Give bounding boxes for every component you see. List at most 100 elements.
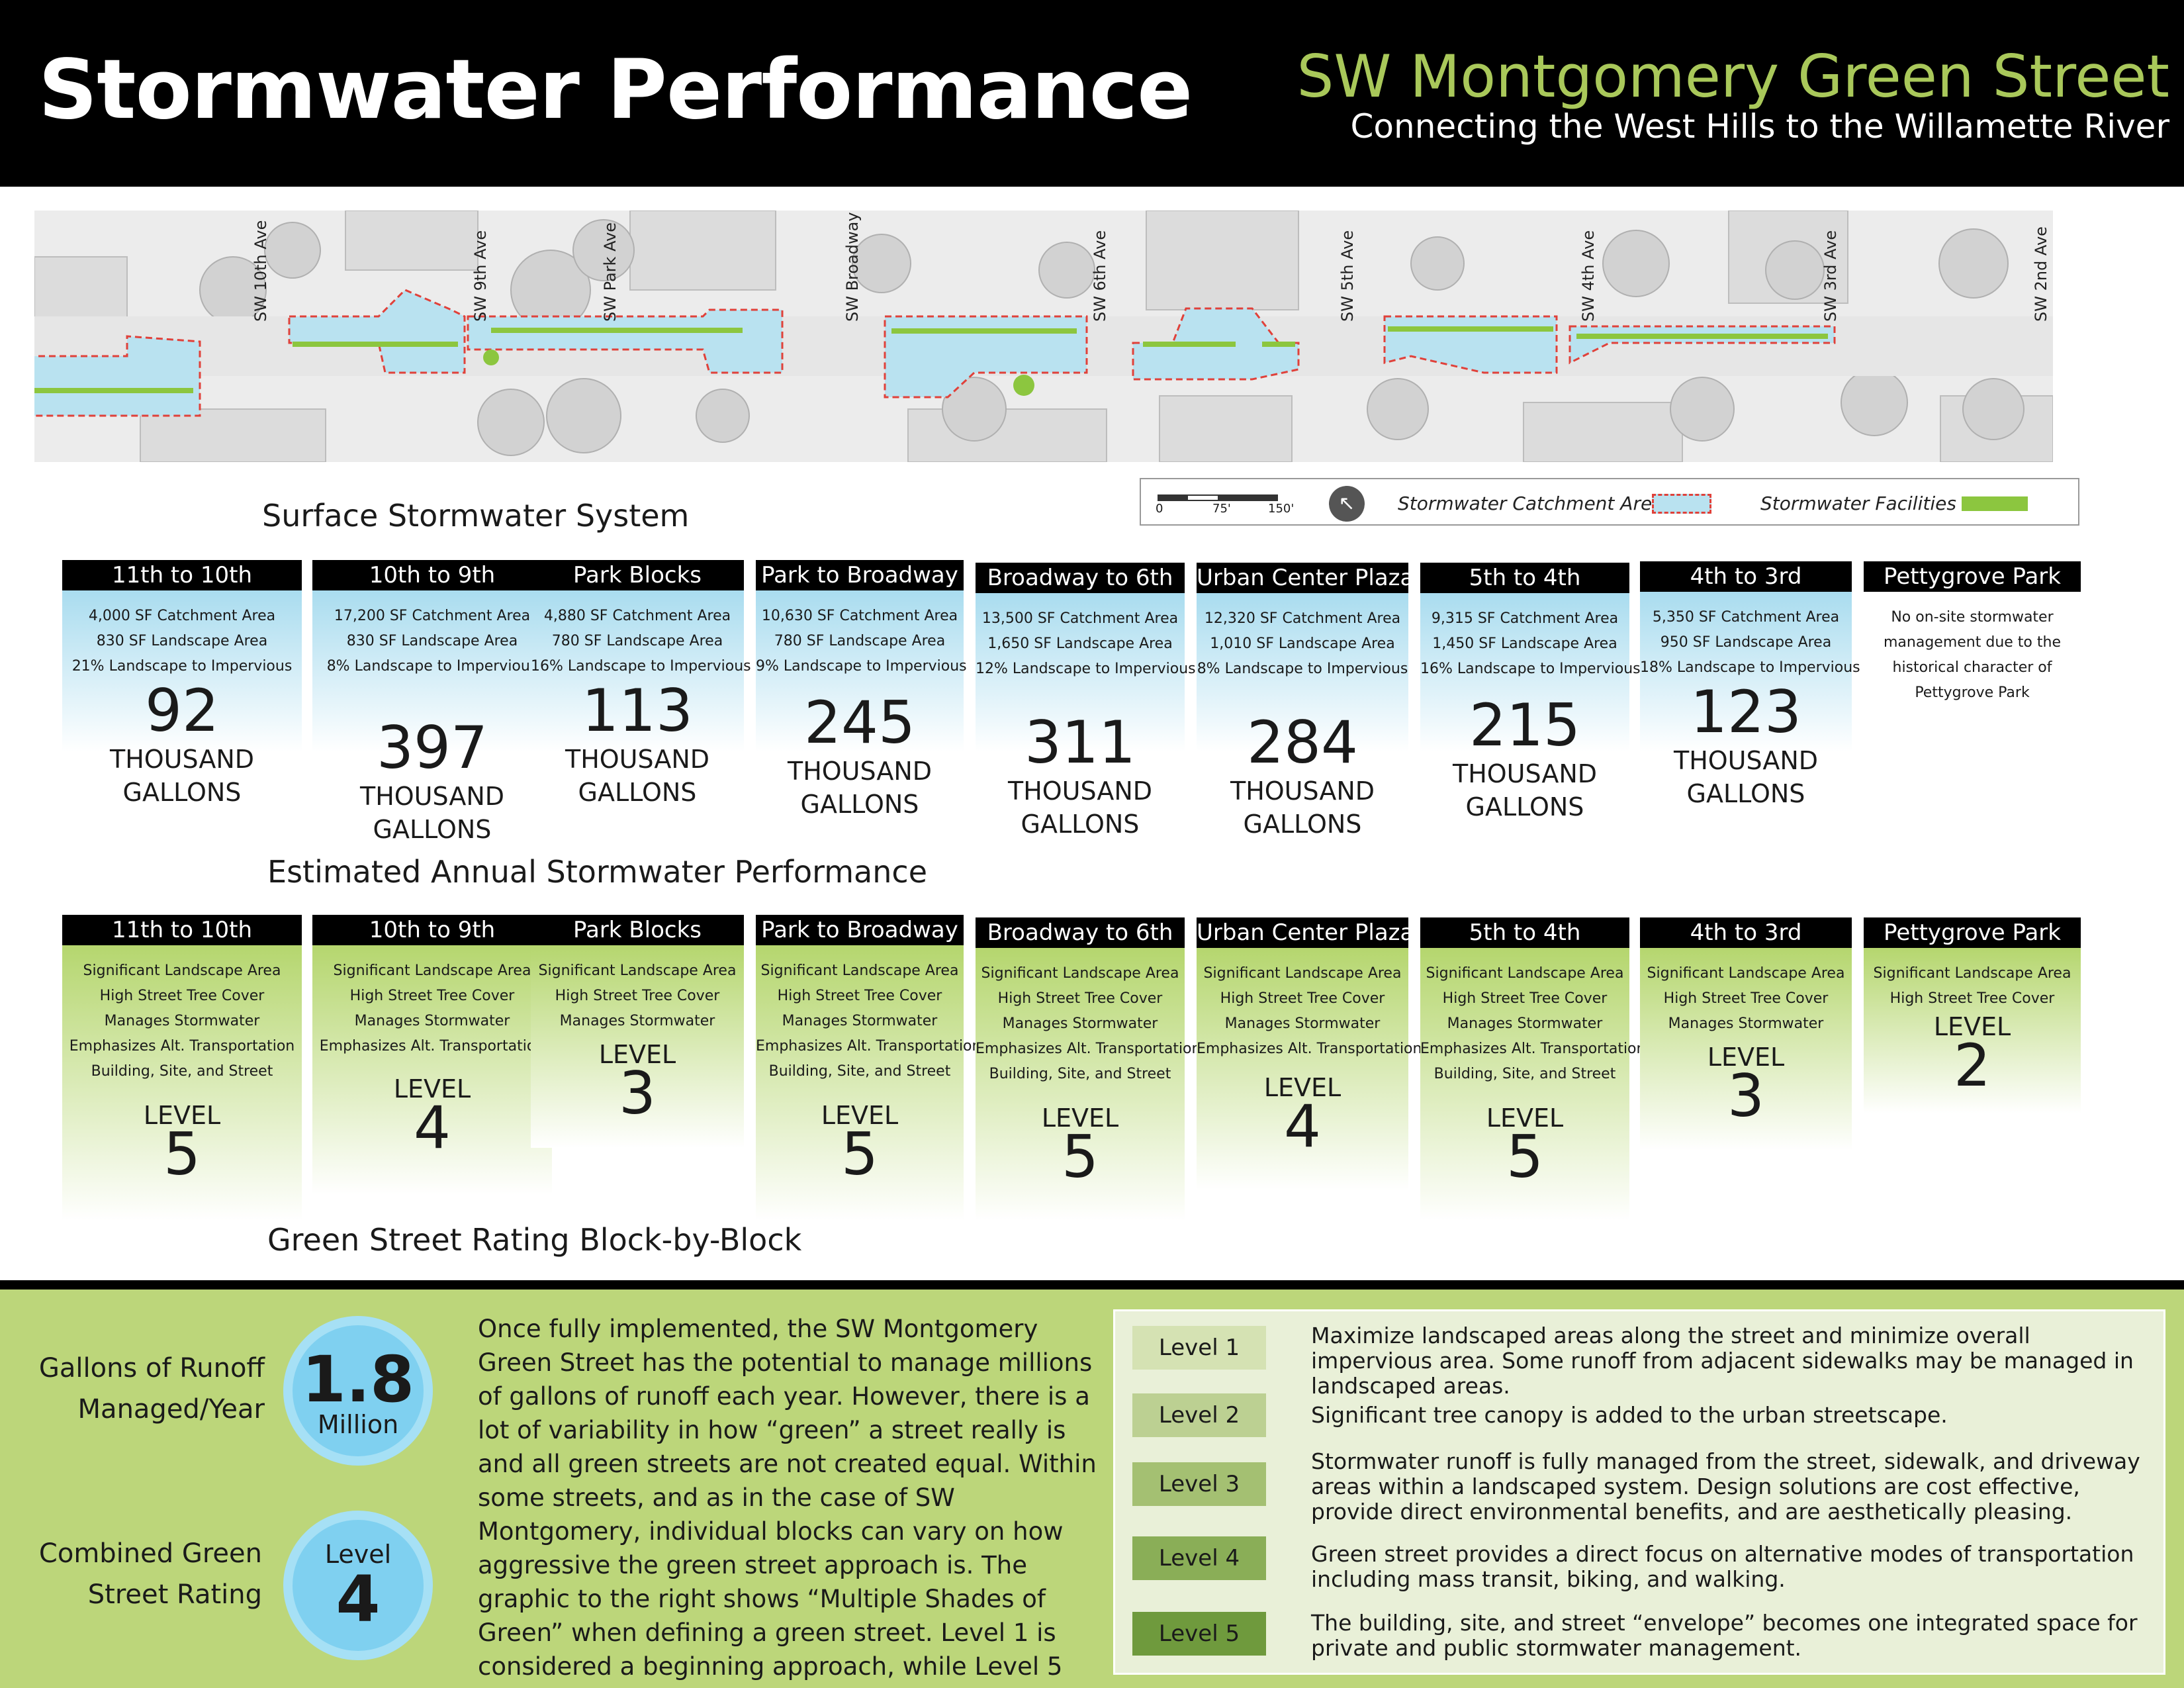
rating-feature: Manages Stormwater <box>1668 1015 1824 1032</box>
rating-card-title: Pettygrove Park <box>1864 917 2081 948</box>
perf-value: 397 <box>377 714 488 782</box>
rating-card-body: Significant Landscape Area High Street T… <box>1197 948 1422 1190</box>
rating-feature: Manages Stormwater <box>1002 1015 1158 1032</box>
perf-unit: GALLONS <box>1021 810 1140 839</box>
rating-card-title: 11th to 10th <box>62 915 302 945</box>
level-1-chip: Level 1 <box>1132 1326 1266 1370</box>
rating-level-label: LEVEL <box>598 1040 676 1069</box>
perf-stat: 18% Landscape to Impervious <box>1640 659 1860 676</box>
rating-feature: Manages Stormwater <box>104 1013 260 1029</box>
rating-card-4th-3rd: 4th to 3rd Significant Landscape Area Hi… <box>1640 915 1852 1150</box>
perf-stat: 1,010 SF Landscape Area <box>1210 635 1395 652</box>
perf-stat: 8% Landscape to Impervious <box>1197 661 1408 677</box>
perf-stat: management due to the <box>1884 634 2061 651</box>
street-label-5th: SW 5th Ave <box>1338 230 1357 322</box>
level-2-description: Significant tree canopy is added to the … <box>1311 1402 1948 1428</box>
rating-level-value: 5 <box>1062 1123 1099 1191</box>
perf-stat: 9% Landscape to Impervious <box>756 658 967 675</box>
perf-stat: 4,880 SF Catchment Area <box>543 608 731 624</box>
rating-feature: Building, Site, and Street <box>1433 1066 1616 1082</box>
street-label-4th: SW 4th Ave <box>1579 230 1598 322</box>
rating-feature: Significant Landscape Area <box>83 962 281 979</box>
rating-feature: Building, Site, and Street <box>768 1063 951 1080</box>
scale-bar: 0 75' 150' <box>1156 492 1294 516</box>
street-label-3rd: SW 3rd Ave <box>1821 230 1840 322</box>
rating-feature: Manages Stormwater <box>1224 1015 1381 1032</box>
perf-card-park-broadway: Park to Broadway 10,630 SF Catchment Are… <box>756 560 967 819</box>
perf-stat: 21% Landscape to Impervious <box>71 658 293 675</box>
rating-summary-line2: Street Rating <box>87 1579 262 1610</box>
rating-feature: Significant Landscape Area <box>538 962 737 979</box>
perf-stat: Pettygrove Park <box>1915 684 2030 701</box>
level-3-chip: Level 3 <box>1132 1462 1266 1506</box>
rating-feature: Significant Landscape Area <box>333 962 531 979</box>
perf-card-park-blocks: Park Blocks 4,880 SF Catchment Area 780 … <box>531 560 751 807</box>
rating-summary-word: Level <box>324 1540 392 1569</box>
level-3-description: Stormwater runoff is fully managed from … <box>1311 1448 2140 1524</box>
rating-card-10th-9th: 10th to 9th Significant Landscape Area H… <box>312 915 552 1194</box>
perf-stat: 17,200 SF Catchment Area <box>334 608 531 624</box>
perf-stat: 8% Landscape to Impervious <box>326 658 538 675</box>
perf-value: 92 <box>145 677 219 745</box>
perf-card-body: 9,315 SF Catchment Area 1,450 SF Landsca… <box>1420 593 1641 821</box>
rating-level-value: 3 <box>619 1059 656 1127</box>
rating-feature: High Street Tree Cover <box>1442 990 1608 1007</box>
perf-card-5th-4th: 5th to 4th 9,315 SF Catchment Area 1,450… <box>1420 560 1641 821</box>
rating-feature: Manages Stormwater <box>1447 1015 1603 1032</box>
perf-unit: THOUSAND <box>109 745 255 774</box>
legend-catchment-swatch <box>1652 494 1711 514</box>
rating-card-title: Broadway to 6th <box>976 917 1185 948</box>
section-divider <box>0 1280 2184 1289</box>
section-title-annual: Estimated Annual Stormwater Performance <box>267 854 927 890</box>
rating-summary-line1: Combined Green <box>38 1538 262 1569</box>
rating-card-body: Significant Landscape Area High Street T… <box>756 945 981 1221</box>
level-5-chip: Level 5 <box>1132 1612 1266 1656</box>
rating-card-body: Significant Landscape Area High Street T… <box>976 948 1201 1221</box>
level-4-chip: Level 4 <box>1132 1536 1266 1580</box>
perf-card-title: Urban Center Plaza <box>1197 563 1408 593</box>
perf-unit: THOUSAND <box>1673 746 1819 775</box>
rating-feature: Emphasizes Alt. Transportation <box>69 1038 295 1055</box>
rating-level-label: LEVEL <box>143 1101 221 1130</box>
perf-unit: GALLONS <box>122 778 242 807</box>
rating-feature: High Street Tree Cover <box>1889 990 2055 1007</box>
rating-level-value: 4 <box>1284 1092 1321 1160</box>
rating-level-value: 5 <box>841 1120 878 1188</box>
perf-unit: GALLONS <box>373 815 492 844</box>
perf-card-body: No on-site stormwater management due to … <box>1864 592 2081 752</box>
perf-value: 311 <box>1024 708 1136 776</box>
perf-card-title: Pettygrove Park <box>1864 561 2081 592</box>
rating-card-park-broadway: Park to Broadway Significant Landscape A… <box>756 915 981 1221</box>
perf-unit: GALLONS <box>1686 779 1805 808</box>
rating-card-title: Park Blocks <box>531 915 744 945</box>
rating-card-title: Park to Broadway <box>756 915 964 945</box>
perf-value: 215 <box>1469 691 1580 759</box>
rating-level-value: 4 <box>414 1094 451 1162</box>
perf-card-title: Park to Broadway <box>756 560 964 590</box>
perf-stat: 16% Landscape to Impervious <box>1420 661 1641 677</box>
perf-card-title: 4th to 3rd <box>1640 561 1852 592</box>
perf-card-11th-10th: 11th to 10th 4,000 SF Catchment Area 830… <box>62 560 302 807</box>
street-label-9th: SW 9th Ave <box>471 230 490 322</box>
perf-stat: 830 SF Landscape Area <box>96 633 268 649</box>
perf-card-title: 10th to 9th <box>312 560 552 590</box>
project-name: SW Montgomery Green Street <box>1297 42 2169 111</box>
rating-card-title: Urban Center Plaza <box>1197 917 1408 948</box>
project-tagline: Connecting the West Hills to the Willame… <box>1350 107 2170 146</box>
perf-unit: THOUSAND <box>359 782 505 811</box>
rating-card-park-blocks: Park Blocks Significant Landscape Area H… <box>531 915 744 1148</box>
perf-unit: THOUSAND <box>1230 776 1375 806</box>
rating-card-pettygrove-park: Pettygrove Park Significant Landscape Ar… <box>1864 915 2081 1113</box>
legend-facilities-label: Stormwater Facilities <box>1760 492 1956 514</box>
perf-stat: 16% Landscape to Impervious <box>531 658 751 675</box>
perf-card-body: 13,500 SF Catchment Area 1,650 SF Landsc… <box>976 593 1196 839</box>
rating-feature: Manages Stormwater <box>559 1013 715 1029</box>
street-label-2nd: SW 2nd Ave <box>2032 226 2050 322</box>
rating-feature: Significant Landscape Area <box>1203 965 1402 982</box>
perf-stat: 13,500 SF Catchment Area <box>981 610 1179 627</box>
rating-feature: Emphasizes Alt. Transportation <box>319 1038 545 1055</box>
rating-feature: Emphasizes Alt. Transportation <box>756 1038 981 1055</box>
perf-stat: 780 SF Landscape Area <box>551 633 723 649</box>
rating-level-label: LEVEL <box>1933 1012 2011 1041</box>
perf-unit: GALLONS <box>578 778 697 807</box>
